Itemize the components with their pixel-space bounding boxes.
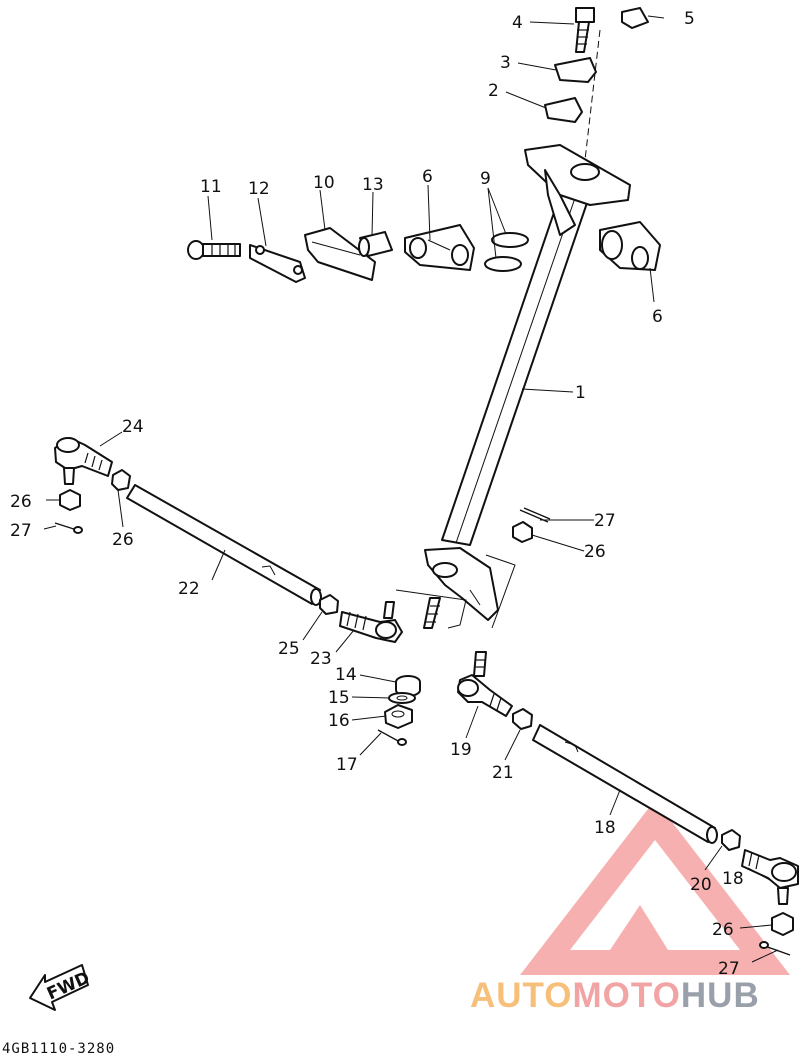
callout-24: 25 [278,639,300,659]
callout-26-right-upper: 26 [584,542,606,562]
callout-14: 16 [328,711,350,731]
nut-24 [319,594,339,615]
bolt-4 [575,7,595,53]
washer-13 [388,692,416,704]
callout-27-left: 27 [10,521,32,541]
callout-15: 17 [336,755,358,775]
callout-11: 13 [362,175,384,195]
callout-5: 5 [684,9,695,29]
callout-2: 2 [488,81,499,101]
plate-10 [249,244,306,283]
tie-rod-end-23 [54,437,113,485]
callout-7: 9 [480,169,491,189]
callout-6-left: 6 [422,167,433,187]
pin-27-left [54,522,83,534]
nut-25 [111,469,131,491]
nut-20 [721,829,741,851]
pitman-arm [424,547,499,621]
callout-23: 24 [122,417,144,437]
callout-10: 12 [248,179,270,199]
callout-18: 18 [722,869,744,889]
callout-3: 3 [500,53,511,73]
watermark-logo-icon [520,800,790,975]
nut-19 [512,708,533,730]
tie-rod-end-17 [457,651,513,717]
tie-rod-21 [126,484,322,606]
brand-part-2: MOTO [572,976,681,1015]
bolt-9 [187,240,241,260]
collar-2 [544,97,583,123]
leader-lines [43,15,779,963]
plate-8 [304,227,376,281]
holder-6-right [599,221,661,271]
holder-6-left [404,224,475,271]
upper-bracket [524,144,631,236]
callout-19: 21 [492,763,514,783]
bushing-7 [484,232,529,272]
callout-4: 4 [512,13,523,33]
fwd-arrow-icon: FWD [29,964,93,1011]
callout-9: 11 [200,177,222,197]
watermark-brand: AUTOMOTOHUB [470,976,760,1016]
tie-rod-end-18 [741,849,799,905]
callout-26-left: 26 [10,492,32,512]
nut-26-right-upper [512,521,533,543]
callout-16: 18 [594,818,616,838]
callout-21: 22 [178,579,200,599]
callout-12: 14 [335,665,357,685]
callout-6-right: 6 [652,307,663,327]
tie-rod-end-22 [339,601,403,643]
callout-27-right-lower: 27 [718,959,740,979]
tie-rod-16 [532,724,718,844]
diagram-code: 4GB1110-3280 [2,1041,116,1057]
collar-11 [358,231,393,257]
callout-20: 20 [690,875,712,895]
callout-27-right-upper: 27 [594,511,616,531]
nut-26-right-lower [771,912,794,936]
pin-15 [377,729,407,746]
callout-22: 23 [310,649,332,669]
nut-26-left [59,489,81,511]
callout-26-right-lower: 26 [712,920,734,940]
callout-25: 26 [112,530,134,550]
nut-14 [384,704,413,729]
stud-12 [423,597,441,629]
pin-27-right-lower [759,941,791,956]
callout-17: 19 [450,740,472,760]
callout-13: 15 [328,688,350,708]
brand-part-1: AUTO [470,976,573,1015]
callout-1: 1 [575,383,586,403]
callout-8: 10 [313,173,335,193]
brand-part-3: HUB [680,976,760,1015]
cap-5 [621,7,649,29]
callout-labels: 4 5 3 2 11 12 10 13 6 9 6 1 24 26 27 26 … [10,9,744,979]
collar-3 [554,57,597,83]
